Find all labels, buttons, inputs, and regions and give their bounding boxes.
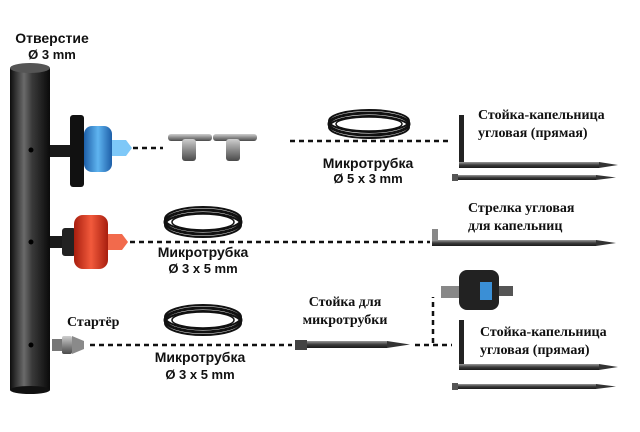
pipe-hole [28, 147, 34, 153]
angle-stake-2 [452, 320, 618, 390]
pipe-hole [28, 342, 34, 348]
row2-end-label-1: Стрелка угловая [468, 201, 575, 216]
pipe-hole [28, 239, 34, 245]
pipe-hole-diameter: Ø 3 mm [28, 47, 76, 62]
dripper-blue [50, 115, 132, 187]
microtube-stake [295, 340, 410, 350]
microtube-coil-row3 [163, 304, 243, 336]
row1-tube-title: Микротрубка [322, 155, 414, 171]
pipe-hole-title: Отверстие [15, 30, 89, 46]
microtube-coil-row2 [163, 206, 243, 238]
angle-arrow-dripper [432, 229, 616, 246]
dripper-black-emitter [441, 270, 513, 310]
row3-end-label-2: угловая (прямая) [480, 343, 590, 358]
row3-tube-title: Микротрубка [154, 349, 246, 365]
row2-tube-size: Ø 3 х 5 mm [168, 261, 238, 276]
row3-tube-size: Ø 3 х 5 mm [165, 367, 235, 382]
row1-end-label-2: угловая (прямая) [478, 126, 588, 141]
row3-end-label-1: Стойка-капельница [480, 325, 607, 340]
row3-stake-label-1: Стойка для [308, 295, 382, 310]
row2-tube-title: Микротрубка [157, 244, 249, 260]
angle-stake-1 [452, 115, 618, 181]
row1-tube-size: Ø 5 х 3 mm [333, 171, 403, 186]
tee-connectors [168, 134, 257, 161]
main-pipe [10, 63, 50, 394]
starter [52, 336, 84, 354]
row2-end-label-2: для капельниц [468, 219, 563, 234]
row3-starter-label: Стартёр [67, 315, 120, 330]
dripper-red [50, 215, 128, 269]
microtube-coil-5x3 [327, 109, 411, 139]
row3-stake-label-2: микротрубки [302, 313, 388, 328]
row1-end-label-1: Стойка-капельница [478, 108, 605, 123]
